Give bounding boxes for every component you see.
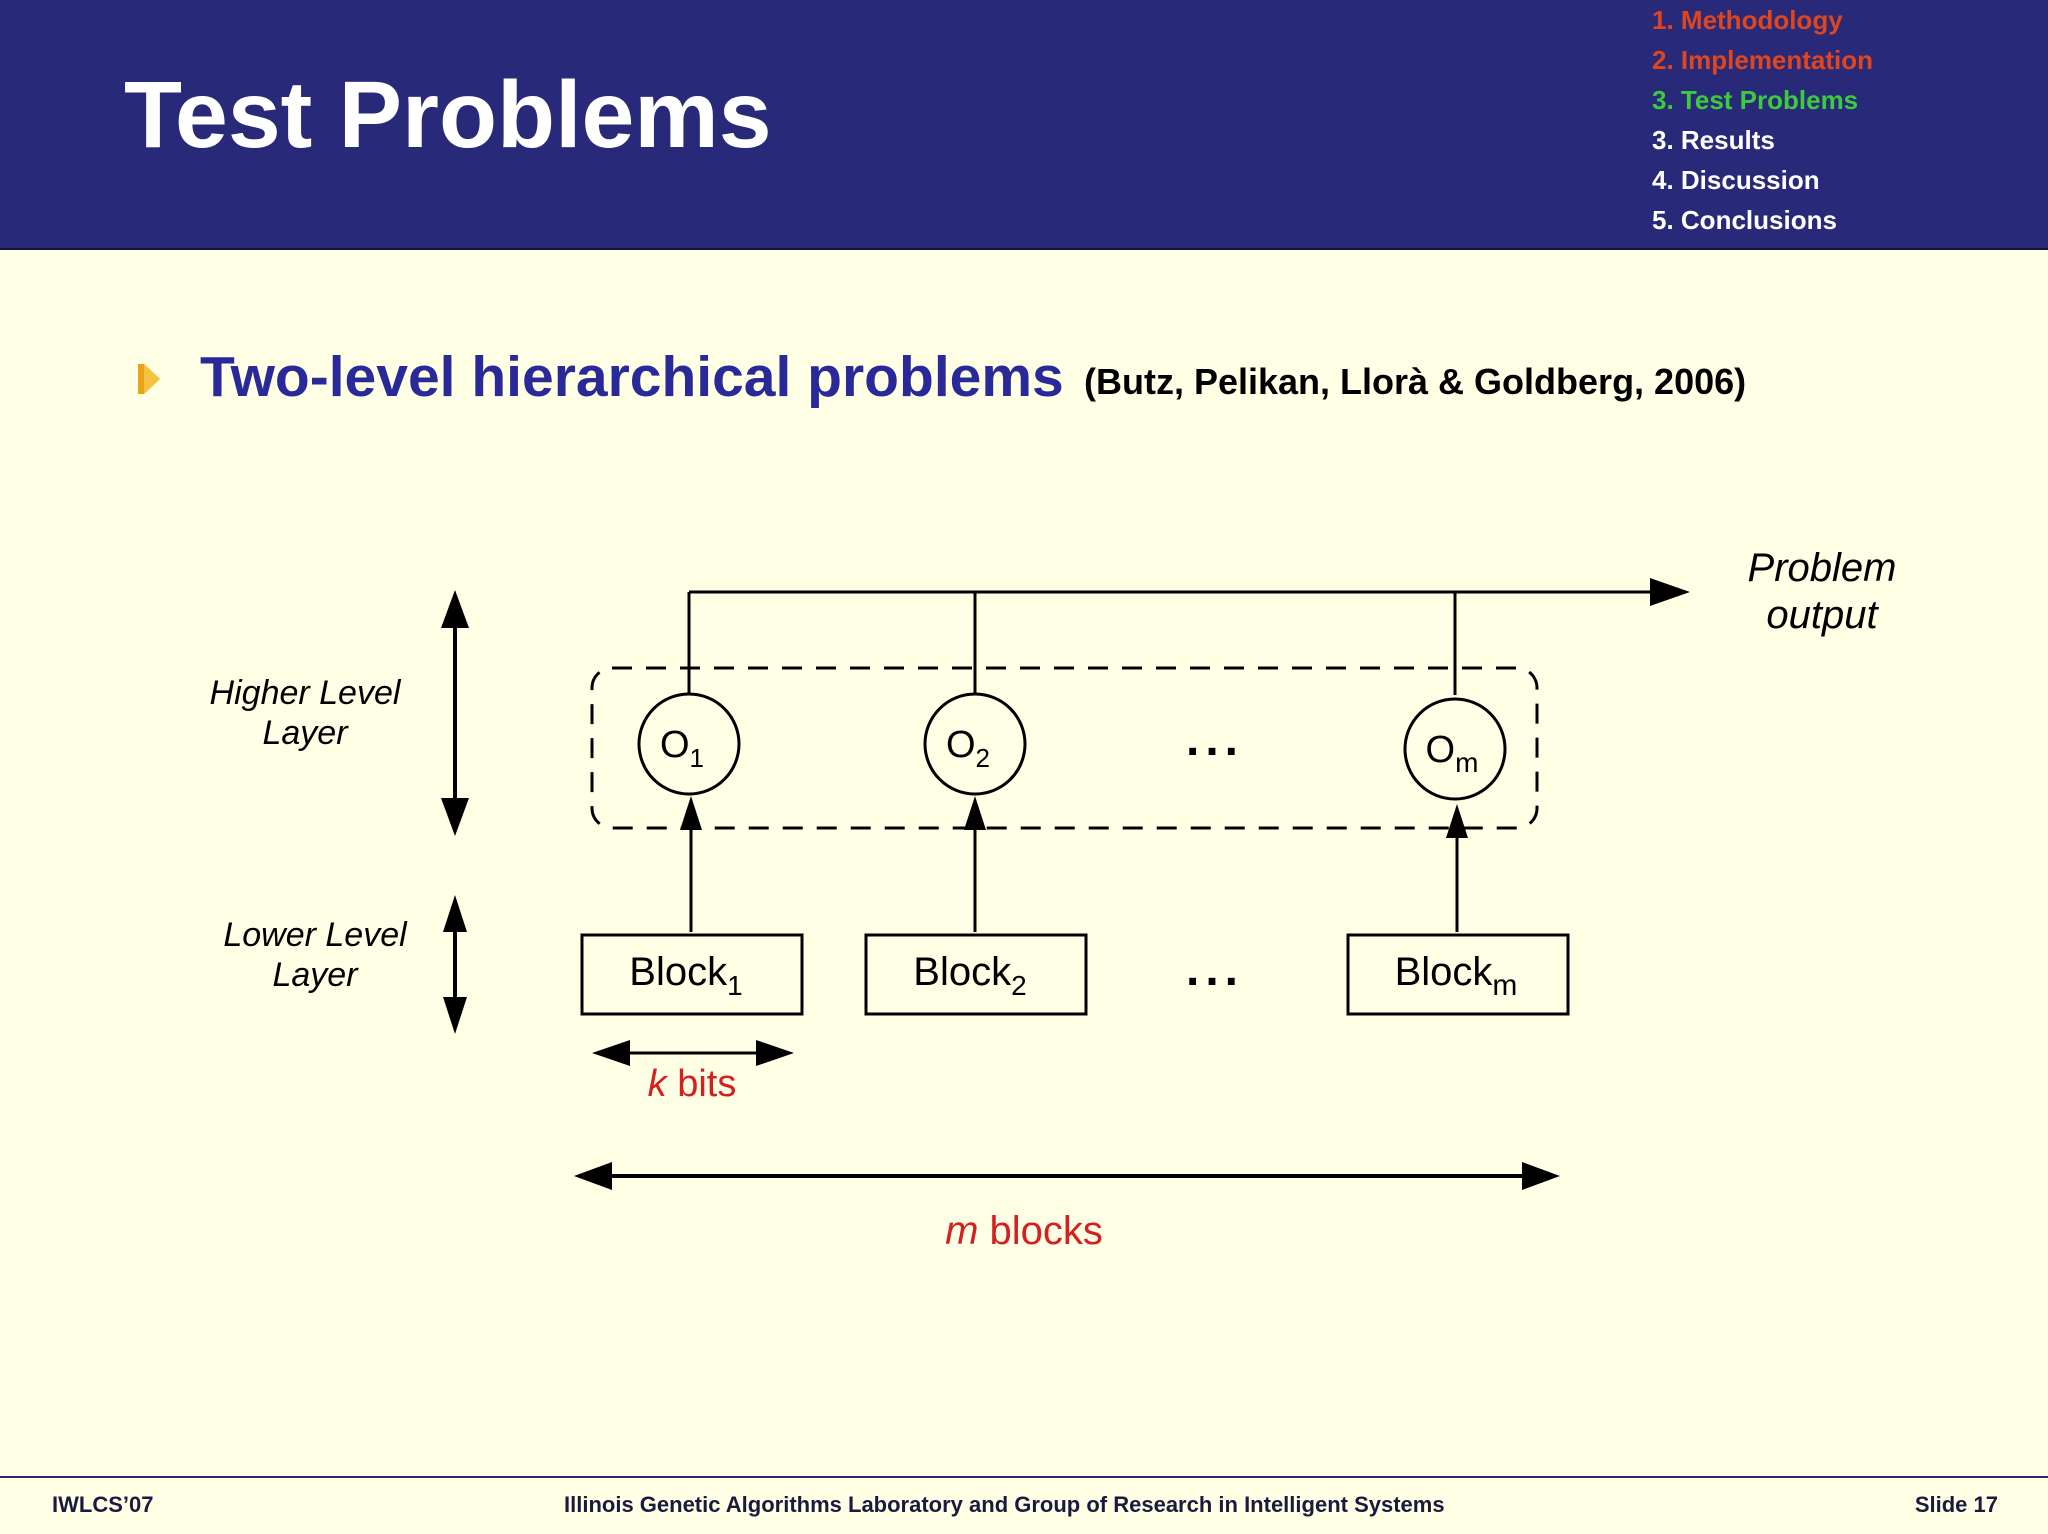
lower-layer-arrowhead-bottom bbox=[443, 997, 467, 1034]
m-blocks-label: m blocks bbox=[945, 1209, 1103, 1253]
nav-item-test-problems[interactable]: 3. Test Problems bbox=[1652, 85, 1859, 115]
lower-layer-label-line2: Layer bbox=[272, 956, 359, 994]
footer-conference: IWLCS’07 bbox=[52, 1492, 154, 1517]
svg-text:Block1: Block1 bbox=[629, 950, 742, 1001]
bullet-arrow-icon bbox=[138, 364, 160, 394]
footer-organization: Illinois Genetic Algorithms Laboratory a… bbox=[564, 1492, 1445, 1517]
node-om: Om bbox=[1403, 697, 1507, 801]
nav-item-implementation[interactable]: 2. Implementation bbox=[1652, 45, 1874, 75]
higher-layer-label-line1: Higher Level bbox=[210, 674, 402, 712]
k-bits-label: k bits bbox=[648, 1063, 737, 1105]
m-blocks-arrowhead-right bbox=[1522, 1162, 1560, 1190]
svg-text:Block2: Block2 bbox=[913, 950, 1026, 1001]
nav-item-conclusions[interactable]: 5. Conclusions bbox=[1652, 205, 1837, 235]
block-ellipsis: ... bbox=[1186, 943, 1244, 996]
block-2: Block2 bbox=[864, 933, 1088, 1016]
lower-layer-label-line1: Lower Level bbox=[223, 916, 408, 954]
node-o1: O1 bbox=[637, 692, 741, 796]
footer-divider bbox=[0, 1476, 2048, 1478]
m-blocks-arrowhead-left bbox=[574, 1162, 612, 1190]
block-1: Block1 bbox=[580, 933, 804, 1016]
nav-item-discussion[interactable]: 4. Discussion bbox=[1652, 165, 1820, 195]
k-bits-arrowhead-left bbox=[592, 1040, 630, 1066]
slide-title: Test Problems bbox=[124, 62, 772, 168]
higher-layer-box bbox=[590, 666, 1539, 830]
section-nav: 1. Methodology 2. Implementation 3. Test… bbox=[1652, 0, 1873, 240]
output-arrowhead bbox=[1650, 578, 1690, 606]
k-bits-arrowhead-right bbox=[756, 1040, 794, 1066]
svg-text:Om: Om bbox=[1426, 729, 1479, 778]
block-arrowhead-m bbox=[1446, 804, 1468, 838]
footer-slide-number: Slide 17 bbox=[1914, 1492, 1998, 1517]
block-m: Blockm bbox=[1346, 933, 1570, 1016]
lower-layer-arrowhead-top bbox=[443, 895, 467, 932]
slide-header: Test Problems 1. Methodology 2. Implemen… bbox=[0, 0, 2048, 250]
higher-layer-arrowhead-top bbox=[441, 590, 469, 628]
block-arrowhead-1 bbox=[680, 796, 702, 830]
svg-text:O1: O1 bbox=[660, 724, 704, 773]
output-label-line1: Problem bbox=[1748, 546, 1897, 590]
bullet-text: Two-level hierarchical problems bbox=[200, 345, 1064, 409]
node-o2: O2 bbox=[923, 692, 1027, 796]
bullet-citation: (Butz, Pelikan, Llorà & Goldberg, 2006) bbox=[1084, 361, 1747, 402]
higher-layer-arrowhead-bottom bbox=[441, 798, 469, 836]
higher-layer-label-line2: Layer bbox=[262, 714, 349, 752]
node-ellipsis: ... bbox=[1186, 713, 1244, 766]
block-arrowhead-2 bbox=[964, 796, 986, 830]
svg-text:O2: O2 bbox=[946, 724, 990, 773]
output-label-line2: output bbox=[1766, 593, 1879, 637]
nav-item-methodology[interactable]: 1. Methodology bbox=[1652, 5, 1843, 35]
svg-text:Blockm: Blockm bbox=[1395, 950, 1518, 1002]
nav-item-results[interactable]: 3. Results bbox=[1652, 125, 1775, 155]
